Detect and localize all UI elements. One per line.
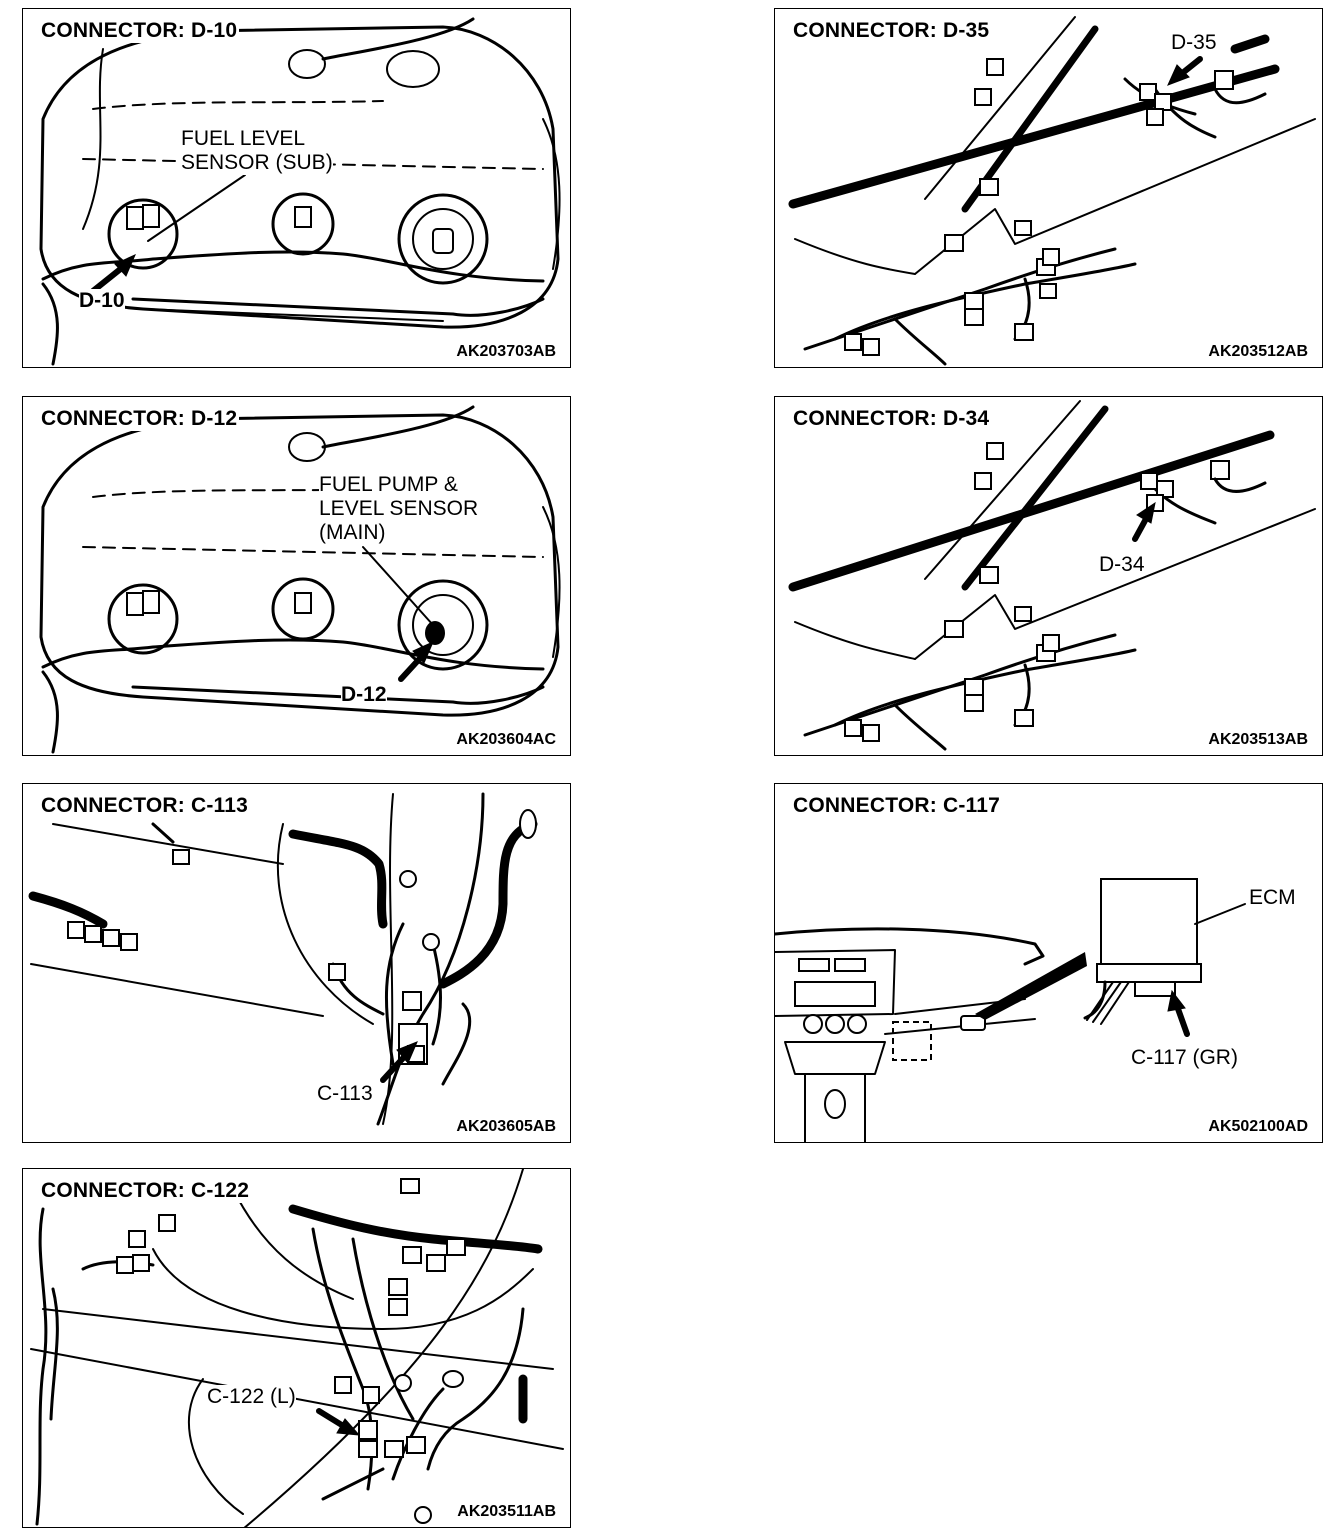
panel-title: CONNECTOR: C-117 bbox=[791, 794, 1003, 818]
connector-label: C-113 bbox=[317, 1082, 373, 1105]
figure-code: AK203513AB bbox=[1206, 731, 1310, 749]
panel-title: CONNECTOR: D-35 bbox=[791, 19, 992, 43]
panel-title: CONNECTOR: D-34 bbox=[791, 407, 992, 431]
body-harness-illustration bbox=[788, 16, 1316, 366]
panel-title: CONNECTOR: C-122 bbox=[39, 1179, 252, 1203]
figure-code: AK502100AD bbox=[1206, 1118, 1310, 1136]
panel-connector-d10: CONNECTOR: D-10 FUEL LEVEL SENSOR (SUB) … bbox=[22, 8, 571, 368]
panel-connector-d35: CONNECTOR: D-35 D-35 AK203512AB bbox=[774, 8, 1323, 368]
sensor-label-line2: SENSOR (SUB) bbox=[181, 151, 333, 175]
panel-connector-d12: CONNECTOR: D-12 FUEL PUMP & LEVEL SENSOR… bbox=[22, 396, 571, 756]
connector-label: D-35 bbox=[1171, 31, 1217, 54]
connector-label: C-117 (GR) bbox=[1131, 1046, 1238, 1069]
sensor-label-line1: FUEL PUMP & bbox=[319, 473, 458, 497]
harness-illustration bbox=[28, 792, 538, 1126]
panel-title: CONNECTOR: D-10 bbox=[39, 19, 240, 43]
sensor-label-line1: FUEL LEVEL bbox=[181, 127, 306, 151]
fuel-tank-illustration bbox=[39, 17, 561, 366]
sensor-label-line2: LEVEL SENSOR bbox=[319, 497, 479, 521]
harness-illustration bbox=[30, 1169, 564, 1527]
connector-label: D-12 bbox=[341, 683, 387, 707]
panel-connector-c122: CONNECTOR: C-122 C-122 (L) AK203511AB bbox=[22, 1168, 571, 1528]
body-harness-illustration bbox=[788, 400, 1316, 751]
dashboard-ecm-illustration bbox=[775, 878, 1246, 1142]
connector-label: D-34 bbox=[1099, 553, 1145, 576]
ecm-label: ECM bbox=[1249, 886, 1296, 909]
figure-code: AK203703AB bbox=[454, 343, 558, 361]
panel-connector-c117: CONNECTOR: C-117 ECM C-117 (GR) AK502100… bbox=[774, 783, 1323, 1143]
panel-connector-d34: CONNECTOR: D-34 D-34 AK203513AB bbox=[774, 396, 1323, 756]
figure-code: AK203512AB bbox=[1206, 343, 1310, 361]
fuel-tank-illustration bbox=[39, 405, 561, 754]
panel-title: CONNECTOR: D-12 bbox=[39, 407, 240, 431]
figure-code: AK203605AB bbox=[454, 1118, 558, 1136]
figure-code: AK203604AC bbox=[454, 731, 558, 749]
panel-title: CONNECTOR: C-113 bbox=[39, 794, 251, 818]
connector-label: C-122 (L) bbox=[207, 1385, 296, 1409]
sensor-label-line3: (MAIN) bbox=[319, 521, 386, 545]
panel-connector-c113: CONNECTOR: C-113 C-113 AK203605AB bbox=[22, 783, 571, 1143]
figure-code: AK203511AB bbox=[455, 1503, 558, 1521]
connector-label: D-10 bbox=[79, 289, 125, 313]
